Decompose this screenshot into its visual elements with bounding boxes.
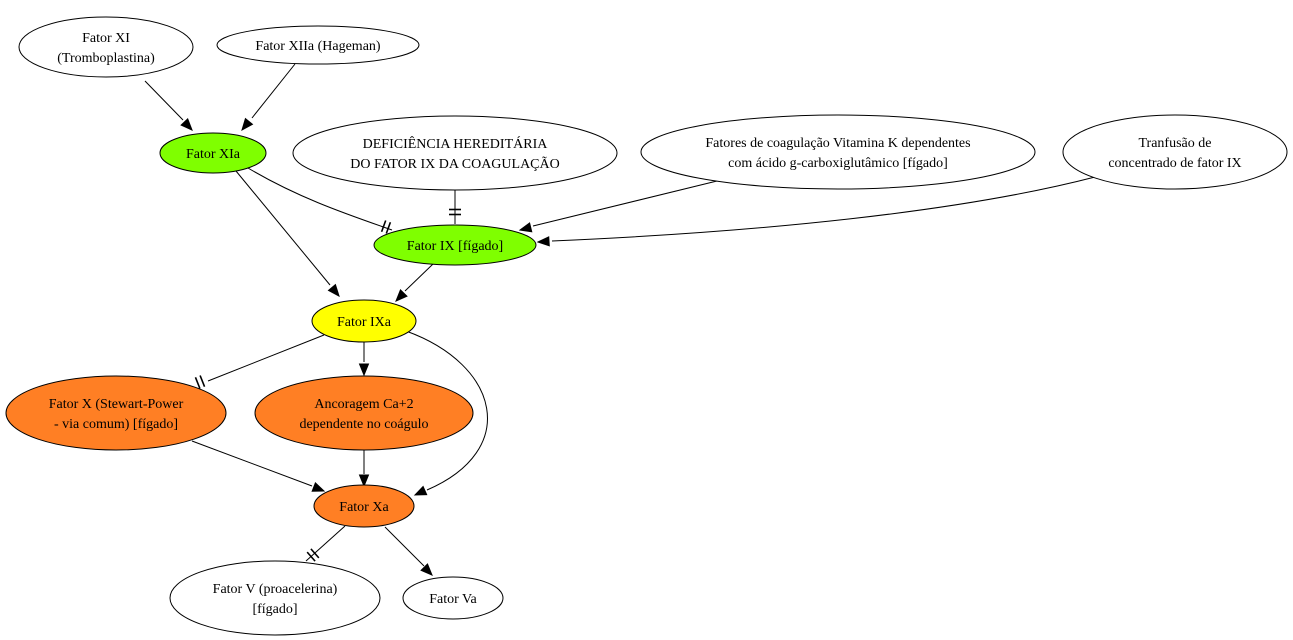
node-label: concentrado de fator IX	[1108, 156, 1241, 171]
node-ellipse	[402, 576, 504, 620]
node-fator-xiia[interactable]: Fator XIIa (Hageman)	[216, 25, 420, 65]
node-tranfusao[interactable]: Tranfusão de concentrado de fator IX	[1062, 114, 1288, 190]
edge-line	[305, 525, 346, 562]
node-label: Ancoragem Ca+2	[314, 397, 413, 412]
arrowhead	[420, 563, 433, 576]
node-fator-xi[interactable]: Fator XI (Tromboplastina)	[18, 16, 194, 78]
node-ellipse	[169, 560, 381, 636]
edge-fator-x-to-fator-xa	[191, 440, 326, 492]
arrowhead	[180, 117, 193, 131]
edge-line	[207, 334, 325, 382]
node-label: - via comum) [fígado]	[54, 417, 178, 432]
node-ellipse	[640, 114, 1036, 190]
node-ancoragem[interactable]: Ancoragem Ca+2 dependente no coágulo	[254, 375, 474, 451]
inhibition-tee-mark	[199, 375, 206, 387]
node-fator-ixa[interactable]: Fator IXa	[311, 299, 417, 343]
edge-fator-ix-to-fator-ixa	[395, 263, 434, 302]
node-fator-v[interactable]: Fator V (proacelerina) [fígado]	[169, 560, 381, 636]
inhibition-tee-mark	[306, 551, 316, 562]
node-ellipse	[373, 224, 537, 266]
node-fator-xia[interactable]: Fator XIa	[159, 132, 267, 174]
node-fatores-vit-k[interactable]: Fatores de coagulação Vitamina K depende…	[640, 114, 1036, 190]
node-ellipse	[5, 375, 227, 451]
node-ellipse	[254, 375, 474, 451]
node-fator-va[interactable]: Fator Va	[402, 576, 504, 620]
node-deficiencia[interactable]: DEFICIÊNCIA HEREDITÁRIA DO FATOR IX DA CO…	[292, 115, 618, 191]
inhibition-tee-mark	[310, 548, 320, 559]
node-label: (Tromboplastina)	[57, 51, 155, 66]
node-ellipse	[159, 132, 267, 174]
arrowhead	[358, 363, 370, 377]
inhibition-tee-mark	[380, 220, 387, 233]
inhibition-tee-mark	[194, 377, 201, 389]
edge-fatores-vit-k-to-fator-ix	[518, 180, 718, 233]
node-label: Fator Va	[429, 592, 477, 607]
node-label: Fator XIa	[186, 147, 241, 162]
node-label: DEFICIÊNCIA HEREDITÁRIA	[363, 135, 549, 152]
node-label: Fatores de coagulação Vitamina K depende…	[705, 136, 970, 151]
edge-line	[405, 330, 488, 491]
nodes-layer: Fator XI (Tromboplastina) Fator XIIa (Hage…	[5, 16, 1288, 636]
node-fator-x[interactable]: Fator X (Stewart-Power - via comum) [fíga…	[5, 375, 227, 451]
inhibition-tee-mark	[385, 221, 392, 234]
node-label: dependente no coágulo	[299, 417, 428, 432]
edge-line	[144, 80, 184, 121]
arrowhead	[395, 289, 408, 302]
edge-line	[551, 176, 1096, 242]
edge-fator-ixa-to-fator-xa	[405, 330, 488, 496]
node-ellipse	[18, 16, 194, 78]
node-label: Tranfusão de	[1139, 136, 1212, 151]
node-label: Fator X (Stewart-Power	[49, 397, 184, 412]
node-label: Fator Xa	[339, 500, 389, 515]
node-label: [fígado]	[252, 602, 297, 617]
edge-fator-xa-to-fator-v	[305, 525, 346, 562]
edge-deficiencia-to-fator-ix	[449, 190, 461, 224]
edge-fator-ixa-to-fator-x	[194, 334, 325, 389]
node-label: com ácido g-carboxiglutâmico [fígado]	[728, 156, 948, 171]
node-ellipse	[1062, 114, 1288, 190]
edge-line	[404, 263, 434, 292]
edge-line	[191, 440, 313, 487]
edge-fator-xi-to-fator-xia	[144, 80, 193, 131]
node-label: DO FATOR IX DA COAGULAÇÃO	[350, 156, 560, 172]
arrowhead	[358, 474, 370, 488]
arrowhead	[311, 481, 326, 492]
node-fator-xa[interactable]: Fator Xa	[313, 484, 415, 528]
node-label: Fator XIIa (Hageman)	[255, 39, 381, 54]
node-fator-ix[interactable]: Fator IX [fígado]	[373, 224, 537, 266]
node-ellipse	[311, 299, 417, 343]
node-ellipse	[313, 484, 415, 528]
edge-line	[532, 180, 718, 227]
arrowhead	[518, 222, 533, 233]
node-label: Fator IX [fígado]	[407, 239, 503, 254]
edge-line	[247, 167, 393, 231]
node-ellipse	[216, 25, 420, 65]
edge-fator-xia-to-fator-ixa	[235, 170, 340, 298]
edge-fator-xiia-to-fator-xia	[241, 63, 296, 132]
node-label: Fator IXa	[337, 315, 392, 330]
edge-tranfusao-to-fator-ix	[536, 176, 1096, 247]
edge-line	[251, 63, 296, 119]
edge-line	[384, 526, 425, 567]
node-ellipse	[292, 115, 618, 191]
arrowhead	[327, 283, 340, 298]
node-label: Fator XI	[82, 31, 130, 46]
edges-layer	[144, 63, 1096, 576]
arrowhead	[241, 117, 254, 132]
edge-fator-xa-to-fator-va	[384, 526, 433, 576]
node-label: Fator V (proacelerina)	[213, 582, 338, 597]
edge-ancoragem-to-fator-xa	[358, 450, 370, 488]
edge-fator-xia-to-fator-ix	[247, 167, 393, 234]
arrowhead	[536, 236, 550, 247]
edge-fator-ixa-to-ancoragem	[358, 342, 370, 377]
edge-line	[235, 170, 331, 286]
arrowhead	[413, 485, 428, 496]
